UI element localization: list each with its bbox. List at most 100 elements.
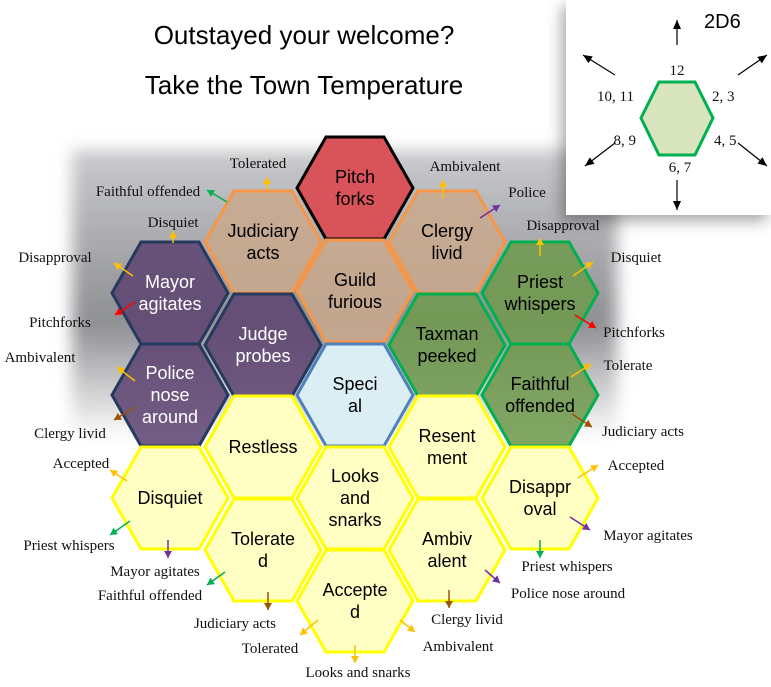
legend-direction-3: 4, 5 bbox=[714, 133, 768, 167]
arrowhead-icon bbox=[582, 364, 591, 372]
arrow-to-accepted: Accepted bbox=[577, 458, 665, 479]
arrowhead-icon bbox=[757, 157, 767, 166]
arrow-label: Tolerated bbox=[242, 641, 299, 657]
arrowhead-icon bbox=[207, 577, 216, 585]
arrow-to-mayor-agitates: Mayor agitates bbox=[110, 540, 200, 580]
arrow-label: Disquiet bbox=[148, 215, 200, 231]
arrow-to-police: Police bbox=[479, 185, 546, 219]
hex-shape bbox=[295, 238, 415, 344]
hex-shape bbox=[203, 497, 323, 603]
arrowhead-icon bbox=[207, 190, 216, 198]
arrow-label: Tolerate bbox=[604, 358, 653, 374]
legend-direction-5: 8, 9 bbox=[584, 133, 637, 167]
arrow-to-priest-whispers: Priest whispers bbox=[23, 520, 131, 554]
arrowhead-icon bbox=[300, 627, 308, 635]
hex-label: Restless bbox=[228, 437, 297, 457]
arrowhead-icon bbox=[673, 20, 681, 29]
arrow-to-looks-and-snarks: Looks and snarks bbox=[306, 645, 411, 681]
arrow-label: Disapproval bbox=[526, 218, 599, 234]
arrow-to-clergy-livid: Clergy livid bbox=[431, 590, 503, 628]
arrow-to-police-nose-around: Police nose around bbox=[484, 569, 626, 602]
legend-roll-label: 4, 5 bbox=[714, 133, 737, 149]
arrow-label: Tolerated bbox=[230, 156, 287, 172]
arrowhead-icon bbox=[589, 465, 598, 473]
arrow-to-accepted: Accepted bbox=[53, 456, 128, 482]
arrow-label: Pitchforks bbox=[29, 315, 91, 331]
arrow-label: Accepted bbox=[608, 458, 665, 474]
arrowhead-icon bbox=[536, 238, 544, 245]
arrowhead-icon bbox=[407, 624, 415, 632]
arrowhead-icon bbox=[584, 262, 593, 270]
dice-legend-panel: 2D6 12 2, 3 4, 5 6, 7 8, 9 10, 11 bbox=[566, 0, 771, 215]
arrow-label: Pitchforks bbox=[603, 325, 665, 341]
arrowhead-icon bbox=[536, 551, 544, 558]
legend-direction-2: 2, 3 bbox=[712, 54, 768, 105]
title-line-2: Take the Town Temperature bbox=[144, 70, 464, 100]
arrowhead-icon bbox=[114, 412, 123, 420]
legend-roll-label: 10, 11 bbox=[597, 89, 634, 105]
legend-hex bbox=[639, 80, 715, 157]
arrowhead-icon bbox=[110, 527, 119, 535]
arrowhead-icon bbox=[117, 367, 125, 375]
arrow-label: Judiciary acts bbox=[602, 424, 684, 440]
arrow-to-disapproval: Disapproval bbox=[18, 250, 134, 277]
arrowhead-icon bbox=[351, 656, 359, 663]
legend-title: 2D6 bbox=[704, 11, 741, 33]
legend-roll-label: 2, 3 bbox=[712, 89, 735, 105]
legend-roll-label: 8, 9 bbox=[614, 133, 637, 149]
hex-disquiet: Disquiet bbox=[110, 445, 230, 551]
arrow-to-ambivalent: Ambivalent bbox=[399, 619, 494, 655]
arrow-label: Clergy livid bbox=[431, 612, 503, 628]
arrowhead-icon bbox=[587, 320, 596, 328]
legend-direction-1: 12 bbox=[670, 20, 685, 79]
arrow-to-faithful-offended: Faithful offended bbox=[96, 184, 228, 203]
arrow-to-disquiet: Disquiet bbox=[572, 250, 663, 277]
arrow-to-ambivalent: Ambivalent bbox=[5, 350, 136, 382]
arrowhead-icon bbox=[164, 551, 172, 558]
arrow-to-ambivalent: Ambivalent bbox=[430, 159, 501, 198]
arrow-label: Police nose around bbox=[511, 586, 626, 602]
arrowhead-icon bbox=[169, 231, 177, 238]
arrowhead-icon bbox=[439, 180, 447, 187]
legend-direction-4: 6, 7 bbox=[669, 160, 692, 210]
arrowhead-icon bbox=[114, 263, 123, 271]
arrow-to-tolerated: Tolerated bbox=[230, 156, 287, 190]
arrow-label: Mayor agitates bbox=[603, 528, 693, 544]
arrow-to-priest-whispers: Priest whispers bbox=[521, 540, 613, 575]
arrowhead-icon bbox=[491, 205, 500, 213]
hex-shape bbox=[295, 548, 415, 654]
arrow-label: Judiciary acts bbox=[194, 616, 276, 632]
hex-shape bbox=[387, 497, 507, 603]
arrowhead-icon bbox=[264, 603, 272, 610]
hex-label: Disquiet bbox=[137, 488, 202, 508]
arrow-label: Disquiet bbox=[611, 250, 663, 266]
hex-shape bbox=[480, 445, 600, 551]
arrow-to-disquiet: Disquiet bbox=[148, 215, 200, 243]
arrow-to-tolerated: Tolerated bbox=[242, 619, 319, 657]
arrowhead-icon bbox=[583, 419, 592, 427]
arrow-to-judiciary-acts: Judiciary acts bbox=[194, 592, 276, 632]
arrowhead-icon bbox=[115, 307, 124, 315]
arrow-label: Accepted bbox=[53, 456, 110, 472]
arrow-label: Ambivalent bbox=[5, 350, 77, 366]
